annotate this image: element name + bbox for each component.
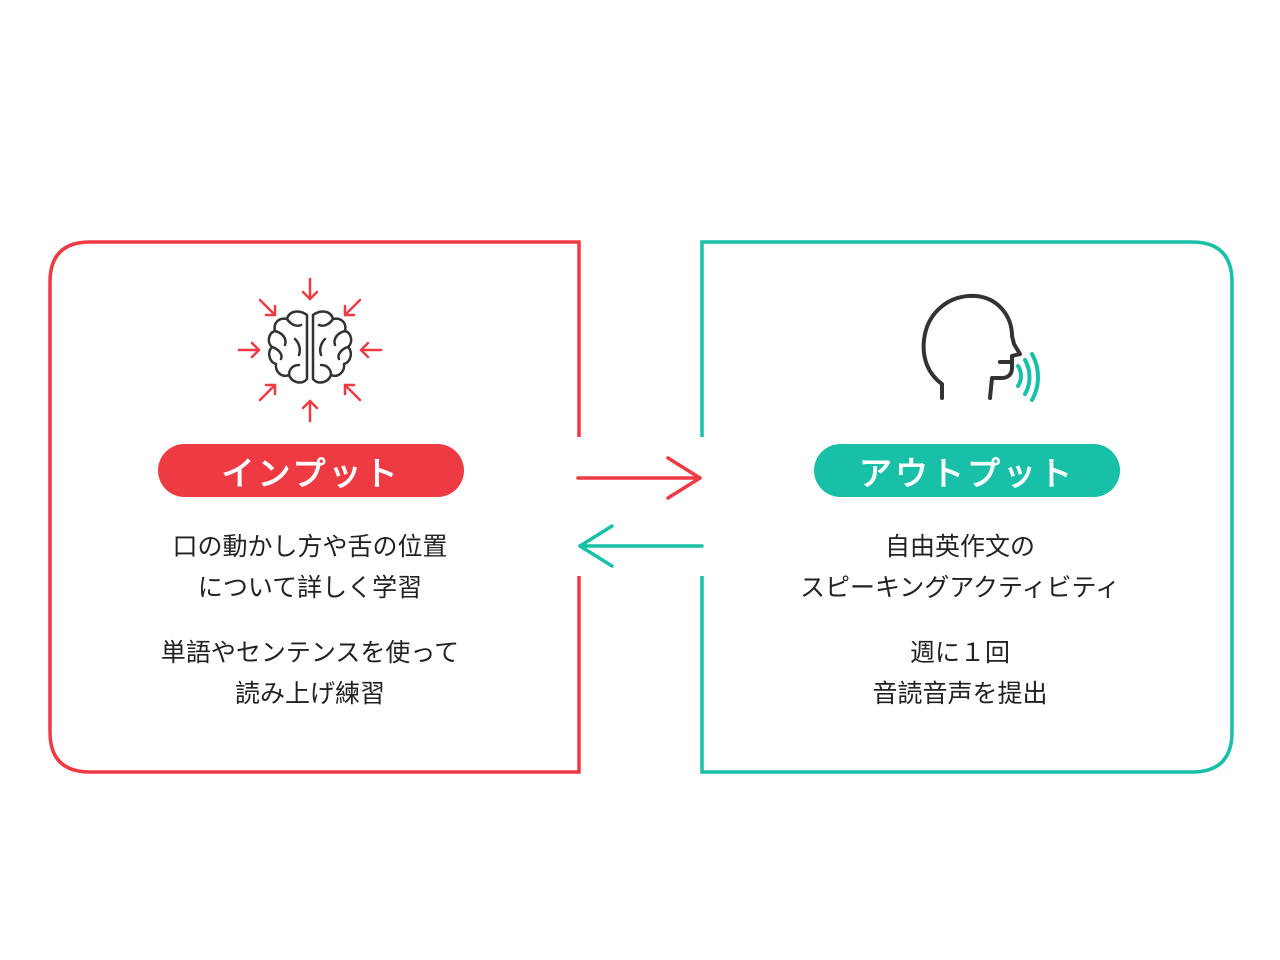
input-item-1: 口の動かし方や舌の位置 について詳しく学習 — [60, 526, 560, 608]
arrow-right — [576, 456, 702, 500]
speaking-head-icon — [921, 293, 1040, 402]
output-item-2-line-2: 音読音声を提出 — [872, 679, 1048, 708]
input-item-2-line-1: 単語やセンテンスを使って — [160, 638, 460, 667]
brain-icon — [237, 277, 383, 423]
input-item-2: 単語やセンテンスを使って 読み上げ練習 — [60, 632, 560, 714]
input-item-2-line-2: 読み上げ練習 — [234, 679, 385, 708]
output-title: アウトプット — [814, 444, 1120, 497]
output-item-1: 自由英作文の スピーキングアクティビティ — [710, 526, 1210, 608]
input-title: インプット — [158, 444, 464, 497]
output-panel-border — [700, 240, 1234, 774]
input-panel-border — [48, 240, 581, 774]
input-item-1-line-2: について詳しく学習 — [197, 573, 423, 602]
output-item-1-line-1: 自由英作文の — [884, 532, 1035, 561]
output-item-2-line-1: 週に１回 — [909, 638, 1010, 667]
input-item-1-line-1: 口の動かし方や舌の位置 — [172, 532, 448, 561]
output-item-2: 週に１回 音読音声を提出 — [710, 632, 1210, 714]
arrow-left — [578, 524, 704, 568]
output-item-1-line-2: スピーキングアクティビティ — [799, 573, 1120, 602]
